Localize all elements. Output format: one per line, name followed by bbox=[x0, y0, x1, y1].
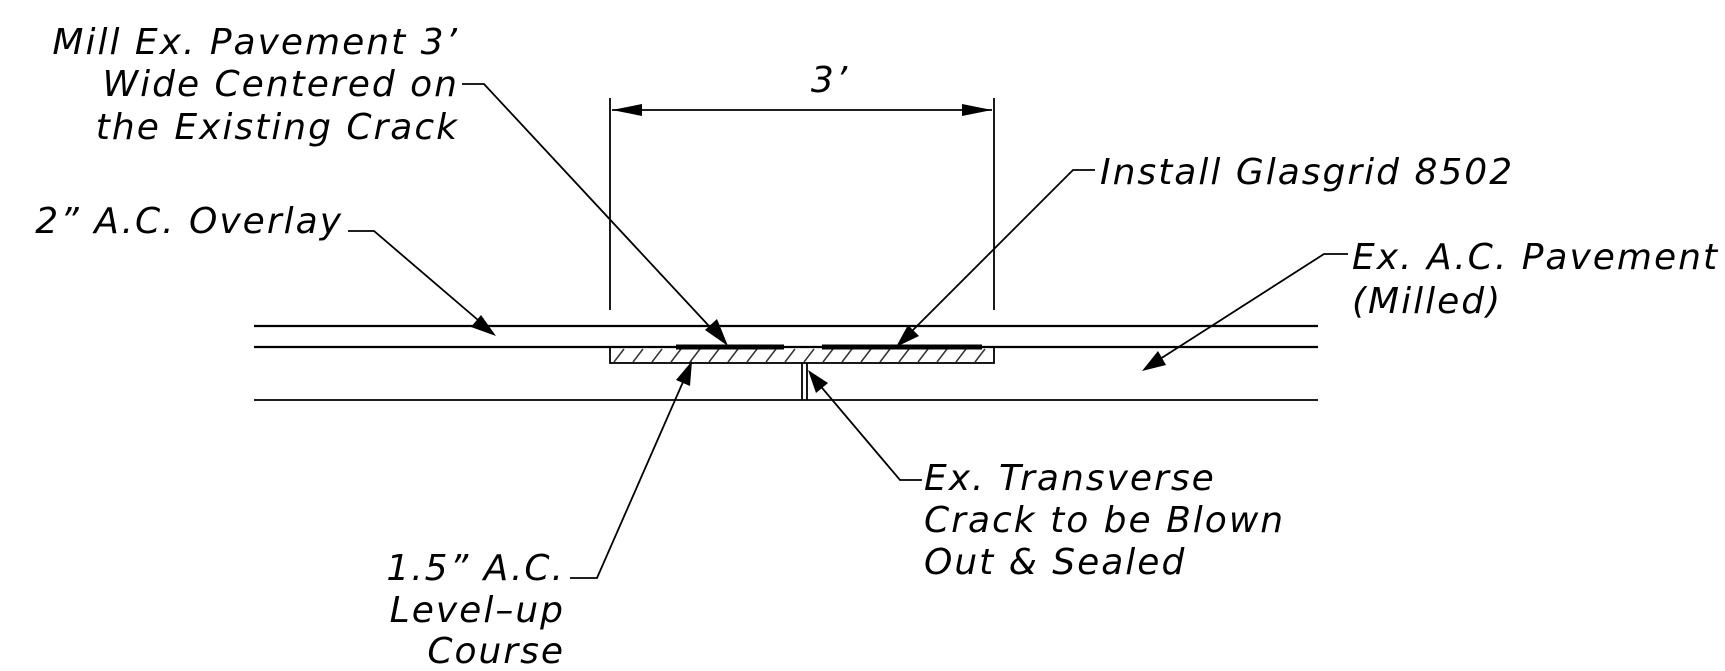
hatch-line bbox=[955, 348, 967, 363]
pavement-section bbox=[254, 324, 1318, 401]
crack-note-leader bbox=[811, 375, 922, 481]
mill-note-arrowhead bbox=[705, 319, 728, 346]
crack-note: Ex. Transverse Crack to be Blown Out & S… bbox=[924, 458, 1285, 583]
crack-note-line-2: Crack to be Blown bbox=[924, 500, 1285, 541]
ex-pavement-note-leader bbox=[1145, 253, 1348, 369]
dimension-arrowhead-left bbox=[612, 104, 642, 116]
mill-note-leader bbox=[462, 83, 723, 341]
glasgrid-note: Install Glasgrid 8502 bbox=[1100, 152, 1514, 193]
crack-note-line-3: Out & Sealed bbox=[924, 542, 1186, 583]
level-up-note-line-3: Course bbox=[427, 631, 565, 671]
hatch-line bbox=[746, 348, 758, 363]
hatch-line bbox=[841, 348, 853, 363]
hatch-line bbox=[822, 348, 834, 363]
ex-pavement-note-line-1: Ex. A.C. Pavement bbox=[1352, 237, 1719, 278]
hatch-line bbox=[917, 348, 929, 363]
hatch-line bbox=[632, 348, 644, 363]
crack-note-arrowhead bbox=[808, 370, 828, 393]
leader-lines bbox=[348, 83, 1348, 579]
hatch-line bbox=[689, 348, 701, 363]
dimension-3ft bbox=[609, 98, 995, 310]
overlay-note-leader bbox=[348, 230, 493, 333]
ex-pavement-note-arrowhead bbox=[1142, 351, 1166, 371]
level-up-note-line-1: 1.5” A.C. bbox=[386, 548, 565, 589]
ex-pavement-note-line-2: (Milled) bbox=[1352, 281, 1502, 322]
hatch-line bbox=[708, 348, 720, 363]
hatch-line bbox=[879, 348, 891, 363]
hatch-line bbox=[651, 348, 663, 363]
hatch-line bbox=[936, 348, 948, 363]
hatch-line bbox=[784, 348, 796, 363]
level-up-note-leader bbox=[570, 365, 691, 579]
level-up-note: 1.5” A.C. Level–up Course bbox=[386, 548, 565, 671]
hatch-line bbox=[974, 348, 986, 363]
mill-note-line-2: Wide Centered on bbox=[103, 64, 460, 105]
glasgrid-note-arrowhead bbox=[896, 325, 919, 347]
overlay-note-arrowhead bbox=[471, 315, 496, 336]
mill-note-line-3: the Existing Crack bbox=[96, 107, 459, 148]
hatch-line bbox=[898, 348, 910, 363]
ex-pavement-note: Ex. A.C. Pavement (Milled) bbox=[1352, 237, 1719, 322]
level-up-course-hatching bbox=[613, 348, 986, 363]
dimension-arrowhead-right bbox=[962, 104, 992, 116]
glasgrid-note-leader bbox=[901, 169, 1095, 342]
hatch-line bbox=[727, 348, 739, 363]
crack-note-line-1: Ex. Transverse bbox=[924, 458, 1216, 499]
hatch-line bbox=[613, 348, 625, 363]
mill-note-line-1: Mill Ex. Pavement 3’ bbox=[52, 22, 459, 63]
hatch-line bbox=[765, 348, 777, 363]
level-up-note-line-2: Level–up bbox=[390, 590, 565, 631]
mill-note: Mill Ex. Pavement 3’ Wide Centered on th… bbox=[52, 22, 460, 148]
overlay-note: 2” A.C. Overlay bbox=[35, 201, 343, 242]
hatch-line bbox=[670, 348, 682, 363]
hatch-line bbox=[803, 348, 815, 363]
dimension-label: 3’ bbox=[811, 60, 849, 101]
level-up-note-arrowhead bbox=[676, 361, 692, 386]
hatch-line bbox=[860, 348, 872, 363]
